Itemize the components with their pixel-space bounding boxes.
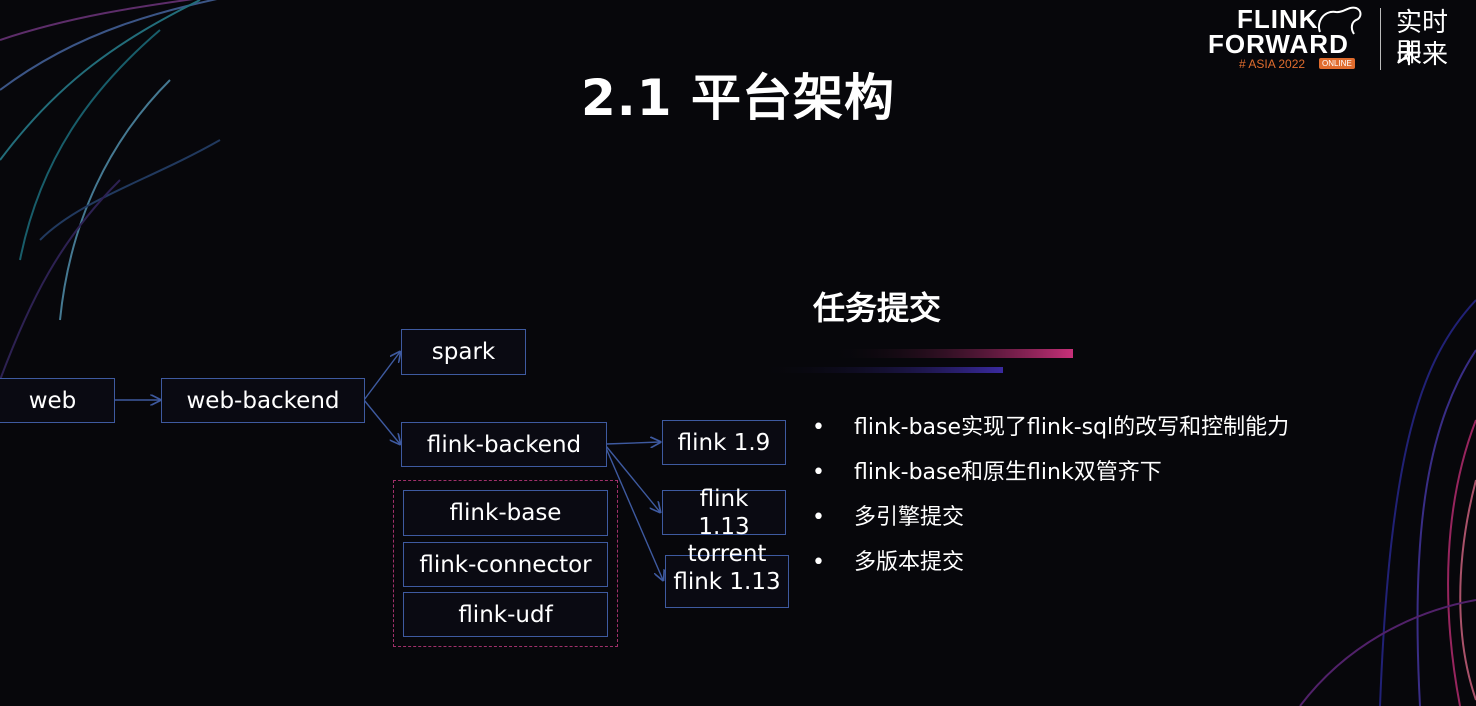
bullet-text: 多版本提交 <box>854 550 965 575</box>
bullet-item: • flink-base和原生flink双管齐下 <box>812 450 1289 495</box>
bullet-list: • flink-base实现了flink-sql的改写和控制能力 • flink-b… <box>812 405 1289 585</box>
edge-backend-to-spark <box>363 352 400 401</box>
bullet-item: • 多引擎提交 <box>812 495 1289 540</box>
node-flink-backend-label: flink-backend <box>426 431 582 458</box>
flink-forward-logo: FLINK FORWARD # ASIA 2022 ONLINE 实时即 未来 <box>1206 4 1471 74</box>
slogan-line-1: 实时即 <box>1396 8 1449 68</box>
node-flink-base-label: flink-base <box>449 500 562 526</box>
node-web-backend-label: web-backend <box>186 387 340 414</box>
logo-line-3: # ASIA 2022 <box>1239 57 1306 71</box>
logo-separator <box>1380 8 1381 70</box>
node-flink-udf-label: flink-udf <box>458 601 553 628</box>
bullet-dot: • <box>812 415 825 440</box>
edge-flink-backend-to-19 <box>605 442 660 444</box>
node-flink-1-9-label: flink 1.9 <box>677 429 771 456</box>
logo-line-1: FLINK <box>1237 4 1319 34</box>
node-torrent-flink-1-13-label: torrent flink 1.13 <box>673 541 781 595</box>
node-spark: spark <box>401 329 526 375</box>
bullet-item: • flink-base实现了flink-sql的改写和控制能力 <box>812 405 1289 450</box>
bullet-dot: • <box>812 460 825 485</box>
node-flink-1-13-label: flink 1.13 <box>698 486 750 540</box>
node-flink-connector: flink-connector <box>403 542 608 587</box>
node-flink-udf: flink-udf <box>403 592 608 637</box>
flink-base-group <box>393 480 618 647</box>
slogan-line-2: 未来 <box>1396 40 1449 70</box>
squirrel-icon <box>1318 6 1362 35</box>
bullet-text: flink-base实现了flink-sql的改写和控制能力 <box>854 415 1290 440</box>
node-web-backend: web-backend <box>161 378 365 423</box>
node-spark-label: spark <box>431 339 496 365</box>
bullet-item: • 多版本提交 <box>812 540 1289 585</box>
edge-backend-to-flink-backend <box>363 399 400 444</box>
node-flink-backend: flink-backend <box>401 422 607 467</box>
node-flink-connector-label: flink-connector <box>419 551 592 578</box>
bullet-text: flink-base和原生flink双管齐下 <box>854 460 1162 485</box>
bullet-text: 多引擎提交 <box>854 505 965 530</box>
node-torrent-flink-1-13: torrent flink 1.13 <box>665 541 789 608</box>
section-subtitle: 任务提交 <box>813 289 942 327</box>
bullet-dot: • <box>812 505 825 530</box>
node-flink-1-13: flink 1.13 <box>662 486 786 540</box>
logo-online-badge: ONLINE <box>1319 58 1355 69</box>
node-flink-1-9: flink 1.9 <box>662 420 786 465</box>
slide-title: 2.1 平台架构 <box>581 69 895 127</box>
node-web: web <box>0 378 115 423</box>
edge-flink-backend-to-torrent <box>605 447 663 580</box>
node-flink-base: flink-base <box>403 490 608 536</box>
bullet-dot: • <box>812 550 825 575</box>
edge-flink-backend-to-113 <box>605 445 660 512</box>
node-web-label: web <box>28 387 77 414</box>
logo-line-2: FORWARD <box>1208 29 1349 59</box>
